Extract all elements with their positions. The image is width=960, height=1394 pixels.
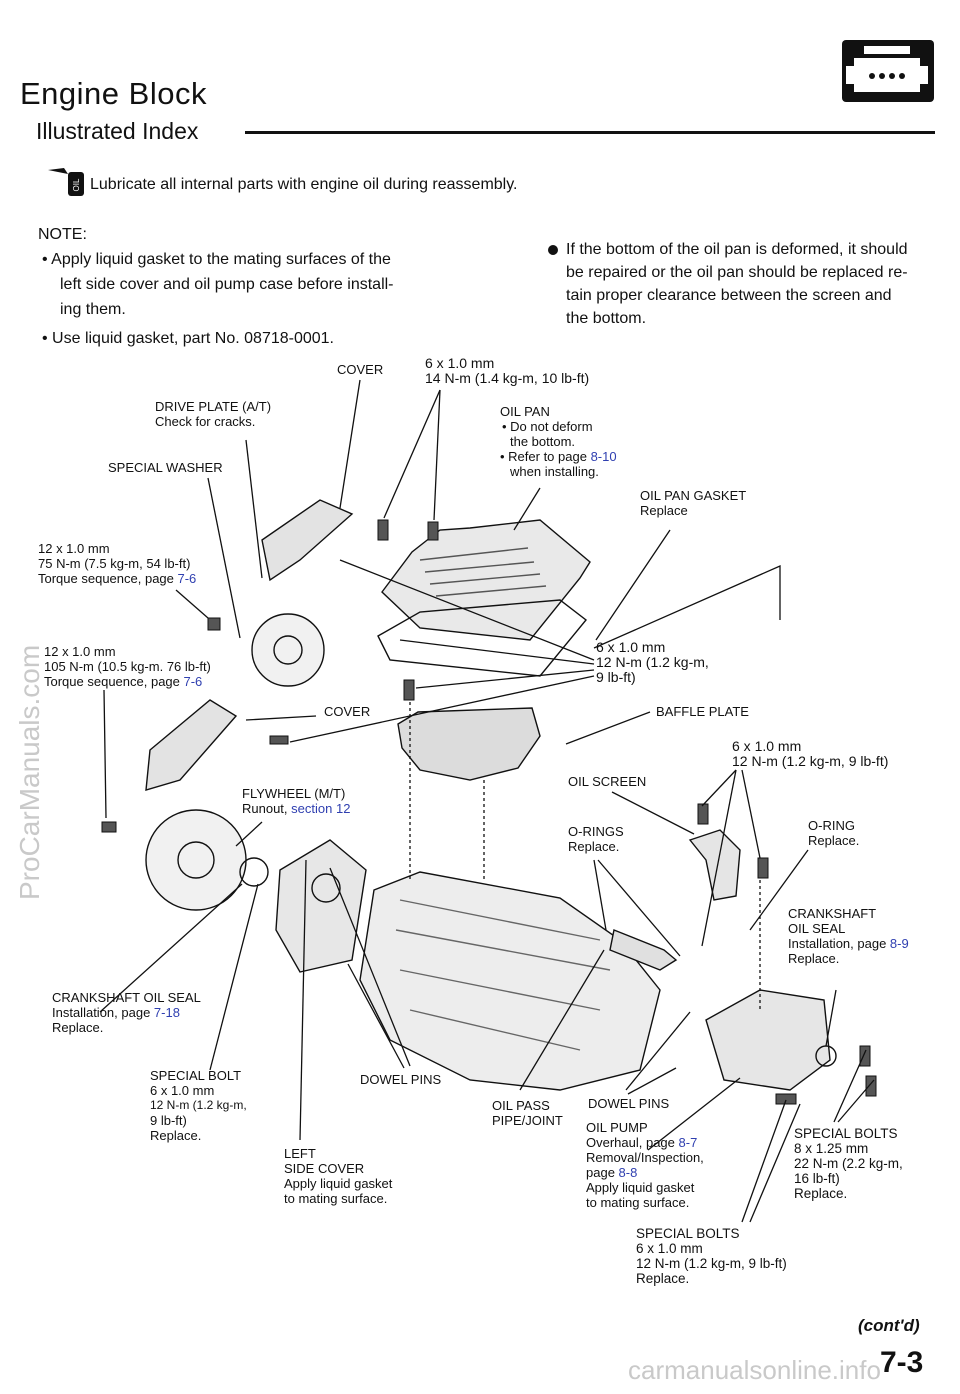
link-page-8-7[interactable]: 8-7 [678,1135,698,1150]
bolt-icon [269,735,289,745]
label-special-washer: SPECIAL WASHER [108,460,223,475]
bolt-icon [207,617,221,631]
link-page-7-18[interactable]: 7-18 [153,1005,180,1020]
cover-lower [145,699,238,791]
label-crankshaft-oil-seal-right: CRANKSHAFT OIL SEAL Installation, page 8… [788,906,909,966]
bolt-icon [757,857,769,879]
watermark-side: ProCarManuals.com [14,644,45,900]
bolt-icon [859,1045,871,1067]
flywheel [145,809,247,911]
link-section-12[interactable]: section 12 [291,801,351,816]
cover-upper [261,499,354,582]
oil-pan-note-line-2: be repaired or the oil pan should be rep… [566,264,908,281]
engine-section-icon [842,40,934,102]
label-oil-pump: OIL PUMP Overhaul, page 8-7 Removal/Insp… [586,1120,704,1210]
label-bolt-12x1-75nm: 12 x 1.0 mm 75 N-m (7.5 kg-m, 54 lb-ft) … [38,541,197,586]
note-item-1-line-2: left side cover and oil pump case before… [60,276,394,293]
crankshaft-oil-seal-left [239,857,269,887]
page-number: 7-3 [880,1346,924,1379]
bolt-icon [775,1093,797,1105]
label-bolt-6x1-12nm-b: 6 x 1.0 mm 12 N-m (1.2 kg-m, 9 lb-ft) [732,738,889,769]
label-bolt-6x1-14nm: 6 x 1.0 mm 14 N-m (1.4 kg-m, 10 lb-ft) [425,355,590,386]
oil-pump [705,989,831,1091]
baffle-plate [397,707,541,781]
label-bolt-6x1-12nm-a: 6 x 1.0 mm 12 N-m (1.2 kg-m, 9 lb-ft) [596,639,709,685]
label-special-bolts-8x125: SPECIAL BOLTS 8 x 1.25 mm 22 N-m (2.2 kg… [794,1126,903,1201]
label-special-bolt: SPECIAL BOLT 6 x 1.0 mm 12 N-m (1.2 kg-m… [150,1068,247,1143]
left-side-cover [275,839,367,973]
label-oil-pan: OIL PAN • Do not deform the bottom. • Re… [500,404,617,479]
bolt-icon [697,803,709,825]
label-cover-top: COVER [337,362,384,377]
bolt-icon [865,1075,877,1097]
bolt-icon [427,521,439,541]
bolt-icon [377,519,389,541]
link-page-8-8[interactable]: 8-8 [618,1165,638,1180]
bolt-icon [101,821,117,833]
label-oil-screen: OIL SCREEN [568,774,647,789]
oil-pass-pipe [609,929,678,971]
bullet-icon [548,244,558,255]
bolt-icon [403,679,415,701]
oil-can-icon: OIL [44,166,84,198]
link-page-8-9[interactable]: 8-9 [889,936,909,951]
note-heading: NOTE: [38,226,87,243]
note-item-1-line-3: ing them. [60,301,126,318]
drive-plate [251,613,325,687]
label-crankshaft-oil-seal-left: CRANKSHAFT OIL SEAL Installation, page 7… [52,990,201,1035]
oil-icon-text: OIL [72,178,81,191]
oil-pan-gasket [377,599,587,677]
continued-note: (cont'd) [858,1316,920,1335]
page-subtitle: Illustrated Index [36,118,199,144]
oil-pan-note-line-3: tain proper clearance between the screen… [566,287,892,304]
link-page-7-6[interactable]: 7-6 [177,571,197,586]
link-page-8-10[interactable]: 8-10 [590,449,617,464]
note-block: NOTE: • Apply liquid gasket to the matin… [38,222,428,351]
label-dowel-pins-right: DOWEL PINS [588,1096,670,1111]
label-oil-pan-gasket: OIL PAN GASKET Replace [640,488,747,518]
link-page-7-6[interactable]: 7-6 [183,674,203,689]
label-o-rings: O-RINGS Replace. [568,824,624,854]
label-special-bolts-6x1: SPECIAL BOLTS 6 x 1.0 mm 12 N-m (1.2 kg-… [636,1226,787,1286]
label-cover-mid: COVER [324,704,371,719]
oil-pan-note-line-1: If the bottom of the oil pan is deformed… [566,241,908,258]
label-dowel-pins-left: DOWEL PINS [360,1072,442,1087]
header-rule [245,131,935,134]
oil-pan-note-line-4: the bottom. [566,310,647,327]
page-title: Engine Block [20,76,207,111]
watermark-bottom: carmanualsonline.info [628,1355,881,1385]
label-oil-pass-pipe: OIL PASS PIPE/JOINT [492,1098,563,1128]
label-bolt-12x1-105nm: 12 x 1.0 mm 105 N-m (10.5 kg-m. 76 lb-ft… [44,644,211,689]
label-drive-plate: DRIVE PLATE (A/T) Check for cracks. [155,399,272,429]
note-item-2: • Use liquid gasket, part No. 08718-0001… [42,330,334,347]
oil-screen [688,829,741,901]
label-baffle-plate: BAFFLE PLATE [656,704,749,719]
lubrication-note: Lubricate all internal parts with engine… [90,176,518,193]
oil-pan-note: If the bottom of the oil pan is deformed… [548,238,918,330]
oil-pan [381,519,591,641]
label-o-ring: O-RING Replace. [808,818,860,848]
label-flywheel: FLYWHEEL (M/T) Runout, section 12 [242,786,351,816]
note-item-1-line-1: • Apply liquid gasket to the mating surf… [42,251,391,268]
label-left-side-cover: LEFT SIDE COVER Apply liquid gasket to m… [284,1146,393,1206]
engine-block [359,871,661,1091]
